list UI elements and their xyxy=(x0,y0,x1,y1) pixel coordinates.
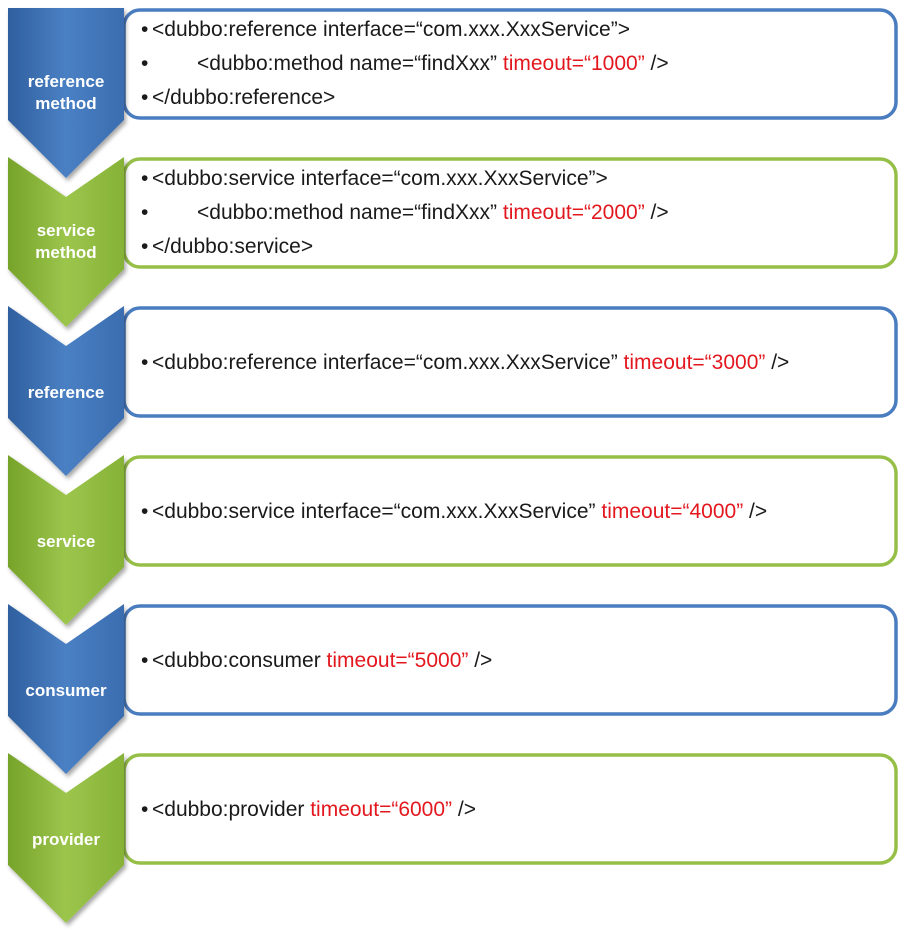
chevron-label: provider xyxy=(32,830,100,849)
code-text: <dubbo:service interface=“com.xxx.XxxSer… xyxy=(152,167,608,190)
chevron-arrow xyxy=(8,455,124,625)
code-text: </dubbo:reference> xyxy=(152,86,335,109)
bullet: • xyxy=(141,167,148,190)
bullet: • xyxy=(141,500,148,523)
code-text: </dubbo:service> xyxy=(152,235,313,258)
bullet: • xyxy=(141,649,148,672)
bullet: • xyxy=(141,351,148,374)
config-line: <dubbo:method name=“findXxx” timeout=“10… xyxy=(197,52,669,75)
bullet: • xyxy=(141,18,148,41)
code-text: <dubbo:consumer xyxy=(152,649,327,672)
timeout-attribute: timeout=“5000” xyxy=(327,649,469,672)
config-line: <dubbo:reference interface=“com.xxx.XxxS… xyxy=(152,18,630,41)
chevron-label: service xyxy=(37,532,96,551)
config-line: <dubbo:service interface=“com.xxx.XxxSer… xyxy=(152,500,767,523)
chevron-label: reference xyxy=(28,383,105,402)
code-text: /> xyxy=(765,351,789,374)
bullet: • xyxy=(141,235,148,258)
chevron-label: method xyxy=(35,243,96,262)
code-text: /> xyxy=(645,52,669,75)
code-text: <dubbo:method name=“findXxx” xyxy=(197,52,503,75)
chevron-arrow xyxy=(8,8,124,178)
code-text: <dubbo:method name=“findXxx” xyxy=(197,201,503,224)
code-text: /> xyxy=(645,201,669,224)
code-text: /> xyxy=(743,500,767,523)
chevron-arrow xyxy=(8,157,124,327)
config-line: </dubbo:reference> xyxy=(152,86,335,109)
config-line: <dubbo:consumer timeout=“5000” /> xyxy=(152,649,492,672)
chevron-label: consumer xyxy=(25,681,107,700)
config-line: </dubbo:service> xyxy=(152,235,313,258)
level-row: consumer •<dubbo:consumer timeout=“5000” … xyxy=(8,604,898,774)
chevron-label: service xyxy=(37,221,96,240)
config-line: <dubbo:method name=“findXxx” timeout=“20… xyxy=(197,201,669,224)
level-row: provider •<dubbo:provider timeout=“6000” … xyxy=(8,753,898,923)
timeout-attribute: timeout=“4000” xyxy=(601,500,743,523)
timeout-attribute: timeout=“6000” xyxy=(310,798,452,821)
chevron-label: reference xyxy=(28,72,105,91)
chevron-arrow xyxy=(8,753,124,923)
chevron-arrow xyxy=(8,604,124,774)
bullet: • xyxy=(141,201,148,224)
code-text: <dubbo:reference interface=“com.xxx.XxxS… xyxy=(152,351,624,374)
code-text: /> xyxy=(452,798,476,821)
code-text: <dubbo:reference interface=“com.xxx.XxxS… xyxy=(152,18,630,41)
chevron-label: method xyxy=(35,94,96,113)
chevron-arrow xyxy=(8,306,124,476)
bullet: • xyxy=(141,86,148,109)
timeout-attribute: timeout=“2000” xyxy=(503,201,645,224)
code-text: /> xyxy=(468,649,492,672)
code-text: <dubbo:service interface=“com.xxx.XxxSer… xyxy=(152,500,601,523)
timeout-attribute: timeout=“3000” xyxy=(624,351,766,374)
level-row: reference •<dubbo:reference interface=“co… xyxy=(8,306,898,476)
code-text: <dubbo:provider xyxy=(152,798,310,821)
config-line: <dubbo:service interface=“com.xxx.XxxSer… xyxy=(152,167,608,190)
bullet: • xyxy=(141,52,148,75)
timeout-attribute: timeout=“1000” xyxy=(503,52,645,75)
bullet: • xyxy=(141,798,148,821)
config-line: <dubbo:provider timeout=“6000” /> xyxy=(152,798,476,821)
config-line: <dubbo:reference interface=“com.xxx.XxxS… xyxy=(152,351,789,374)
level-row: service •<dubbo:service interface=“com.xx… xyxy=(8,455,898,625)
